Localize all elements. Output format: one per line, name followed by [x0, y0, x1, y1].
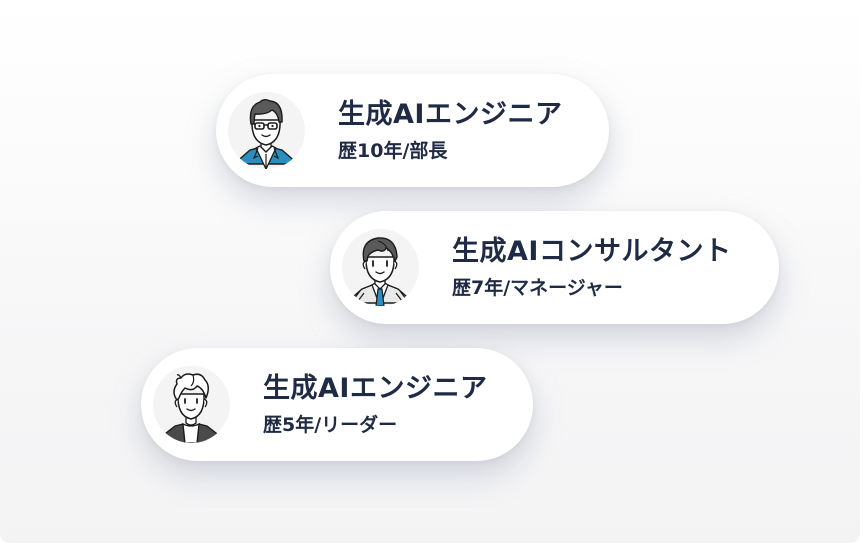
avatar [228, 92, 305, 169]
profile-card-engineer-10y: 生成AIエンジニア 歴10年/部長 [216, 74, 609, 187]
avatar [153, 366, 230, 443]
career-detail: 歴7年/マネージャー [452, 277, 623, 299]
person-suit-blue-tie-icon [345, 237, 415, 306]
person-casual-jacket-icon [156, 373, 226, 443]
person-glasses-blue-jacket-icon [233, 99, 299, 169]
profile-card-engineer-5y: 生成AIエンジニア 歴5年/リーダー [141, 348, 533, 461]
role-title: 生成AIエンジニア [338, 99, 563, 130]
role-title: 生成AIエンジニア [263, 373, 488, 404]
role-title: 生成AIコンサルタント [452, 236, 732, 267]
profile-card-consultant-7y: 生成AIコンサルタント 歴7年/マネージャー [330, 211, 779, 324]
career-detail: 歴5年/リーダー [263, 414, 398, 436]
career-detail: 歴10年/部長 [338, 140, 448, 162]
avatar [342, 229, 419, 306]
